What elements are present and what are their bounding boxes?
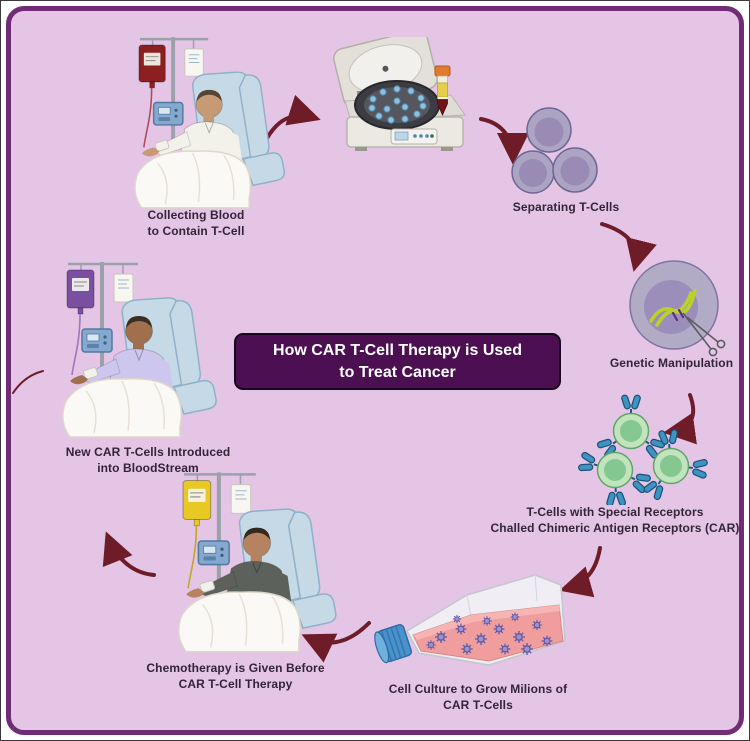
- patient-iv-infusion-illustration: [26, 259, 226, 439]
- flow-arrow: [102, 531, 156, 577]
- page-title: How CAR T-Cell Therapy is Used to Treat …: [273, 341, 522, 381]
- centrifuge-icon: [332, 37, 466, 151]
- step-label-chemo: Chemotherapy is Given Before CAR T-Cell …: [146, 661, 325, 691]
- car-tcell-receptors-icon: [576, 393, 708, 505]
- step-label-genetic: Genetic Manipulation: [609, 356, 734, 370]
- purple-tcell-cluster-icon: [511, 107, 598, 194]
- patient-iv-chemotherapy-illustration: [141, 469, 346, 654]
- dna-icon: [649, 289, 697, 327]
- patient-iv-blood-collection-illustration: [99, 34, 294, 210]
- flow-arrow: [559, 546, 602, 598]
- flow-arrow-tail: [12, 370, 44, 394]
- flow-arrow: [301, 621, 371, 663]
- scissors-icon: [682, 312, 726, 357]
- step-label-receptors: T-Cells with Special Receptors Challed C…: [490, 505, 740, 535]
- flask-cap-icon: [374, 624, 413, 664]
- step-label-culture: Cell Culture to Grow Milions of CAR T-Ce…: [388, 682, 568, 712]
- step-label-separating: Separating T-Cells: [512, 200, 620, 214]
- step-label-infuse: New CAR T-Cells Introduced into BloodStr…: [65, 445, 231, 475]
- flow-arrow: [600, 222, 657, 272]
- flow-arrow: [479, 117, 529, 165]
- step-label-collecting-blood: Collecting Blood to Contain T-Cell: [147, 208, 245, 238]
- title-box: How CAR T-Cell Therapy is Used to Treat …: [234, 333, 561, 390]
- separated-blood-tube-icon: [434, 65, 451, 117]
- culture-flask-icon: [374, 574, 566, 666]
- genetic-manipulation-icon: [629, 260, 726, 357]
